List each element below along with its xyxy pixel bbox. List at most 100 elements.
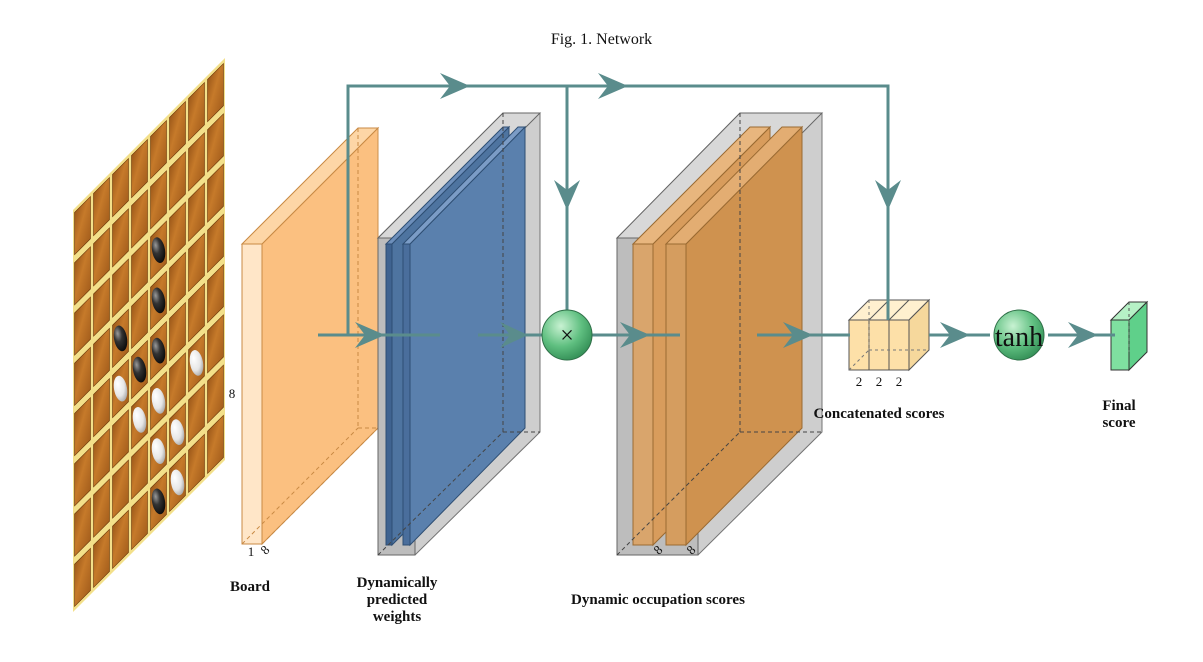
board-side-dim: 8 bbox=[229, 386, 236, 401]
arrowhead-to-concat bbox=[783, 322, 813, 348]
arrowhead-to-tanh bbox=[940, 322, 970, 348]
board-cell bbox=[74, 447, 91, 507]
board-cell bbox=[131, 189, 148, 249]
white-stone bbox=[113, 375, 128, 402]
board-cell bbox=[93, 478, 110, 538]
board-cell bbox=[93, 277, 110, 337]
board-cell bbox=[131, 239, 148, 299]
board-cell bbox=[207, 364, 224, 424]
arrowhead-to-weights bbox=[355, 322, 385, 348]
board-label: Board bbox=[229, 579, 270, 595]
board-cell bbox=[188, 282, 205, 343]
board-cell bbox=[207, 263, 224, 324]
board-cell bbox=[169, 100, 186, 161]
final-label-line-2: score bbox=[1102, 415, 1136, 431]
white-stone bbox=[170, 419, 185, 445]
multiply-op: × bbox=[541, 309, 593, 361]
white-stone bbox=[151, 388, 166, 414]
arrowhead-to-multiply bbox=[500, 322, 528, 348]
concat-dim-c: 2 bbox=[896, 374, 903, 389]
weights-label-line-2: predicted bbox=[366, 592, 428, 608]
board-cell bbox=[112, 409, 129, 469]
arrowhead-down-multiply bbox=[554, 180, 580, 210]
board-cell bbox=[112, 208, 129, 268]
board-cell bbox=[188, 81, 205, 142]
weights-label-line-1: Dynamically bbox=[356, 575, 438, 591]
board-cell bbox=[169, 201, 186, 261]
concat-dim-a: 2 bbox=[856, 374, 863, 389]
concat-label: Concatenated scores bbox=[813, 406, 945, 422]
board-depth-dim: 1 bbox=[248, 544, 255, 559]
board-cell bbox=[188, 232, 205, 293]
board-cell bbox=[93, 377, 110, 438]
board-cell bbox=[169, 352, 186, 412]
board-cell bbox=[131, 289, 148, 350]
tanh-op: tanh bbox=[993, 309, 1045, 361]
board-cell bbox=[93, 327, 110, 388]
arrowheads bbox=[355, 73, 1098, 348]
board-cell bbox=[188, 132, 205, 192]
black-stone bbox=[151, 287, 166, 314]
board-cell bbox=[74, 396, 91, 457]
board-cell bbox=[74, 547, 91, 608]
tanh-label: tanh bbox=[995, 322, 1043, 353]
black-stone bbox=[151, 337, 166, 364]
board-cell bbox=[93, 176, 110, 237]
arrowhead-to-occupation bbox=[620, 322, 650, 348]
arrowhead-down-concat bbox=[875, 180, 901, 210]
black-stone bbox=[151, 237, 166, 263]
arrowhead-top-2 bbox=[598, 73, 628, 99]
occupation-label: Dynamic occupation scores bbox=[571, 592, 745, 608]
board-cell bbox=[150, 119, 167, 180]
board-cell bbox=[207, 113, 224, 173]
concat-dim-b: 2 bbox=[876, 374, 883, 389]
weights-label: Dynamically predicted weights bbox=[340, 575, 454, 626]
weights-label-line-3: weights bbox=[372, 609, 422, 625]
board-cell bbox=[74, 296, 91, 356]
final-label: Final score bbox=[1090, 398, 1148, 432]
board-cell bbox=[74, 195, 91, 256]
board-cell bbox=[188, 383, 205, 443]
arrowhead-top-1 bbox=[440, 73, 470, 99]
go-board bbox=[73, 58, 225, 612]
board-cell bbox=[112, 157, 129, 218]
board-cell bbox=[131, 440, 148, 500]
board-cell bbox=[112, 459, 129, 519]
arrowhead-to-final bbox=[1068, 322, 1098, 348]
board-cell bbox=[169, 251, 186, 312]
black-stone bbox=[113, 325, 128, 352]
board-cell bbox=[74, 497, 91, 557]
board-cell bbox=[112, 509, 129, 570]
board-cell bbox=[207, 62, 224, 123]
weights-block bbox=[376, 112, 542, 556]
board-cell bbox=[188, 182, 205, 242]
board-width-dim: 8 bbox=[257, 542, 272, 557]
board-cell bbox=[207, 414, 224, 475]
board-cell bbox=[169, 151, 186, 211]
board-cell bbox=[112, 258, 129, 318]
white-stone bbox=[151, 438, 166, 464]
board-cell bbox=[74, 346, 91, 407]
board-cell bbox=[207, 163, 224, 223]
multiply-symbol: × bbox=[560, 323, 574, 349]
occupation-block bbox=[615, 112, 824, 556]
board-cell bbox=[188, 433, 205, 494]
figure-title: Fig. 1. Network bbox=[550, 31, 653, 48]
board-cell bbox=[131, 138, 148, 199]
board-cell bbox=[93, 227, 110, 287]
board-cell bbox=[74, 246, 91, 306]
board-frame bbox=[73, 58, 225, 612]
board-cell bbox=[93, 428, 110, 488]
board-cell bbox=[169, 301, 186, 362]
black-stone bbox=[132, 356, 147, 383]
white-stone bbox=[170, 469, 185, 496]
final-label-line-1: Final bbox=[1102, 398, 1136, 414]
final-score-block bbox=[1109, 300, 1149, 372]
board-cell bbox=[131, 490, 148, 551]
board-cell bbox=[150, 170, 167, 230]
white-stone bbox=[189, 350, 204, 376]
board-cell bbox=[93, 528, 110, 589]
board-cell bbox=[207, 213, 224, 274]
board-cell bbox=[207, 314, 224, 374]
